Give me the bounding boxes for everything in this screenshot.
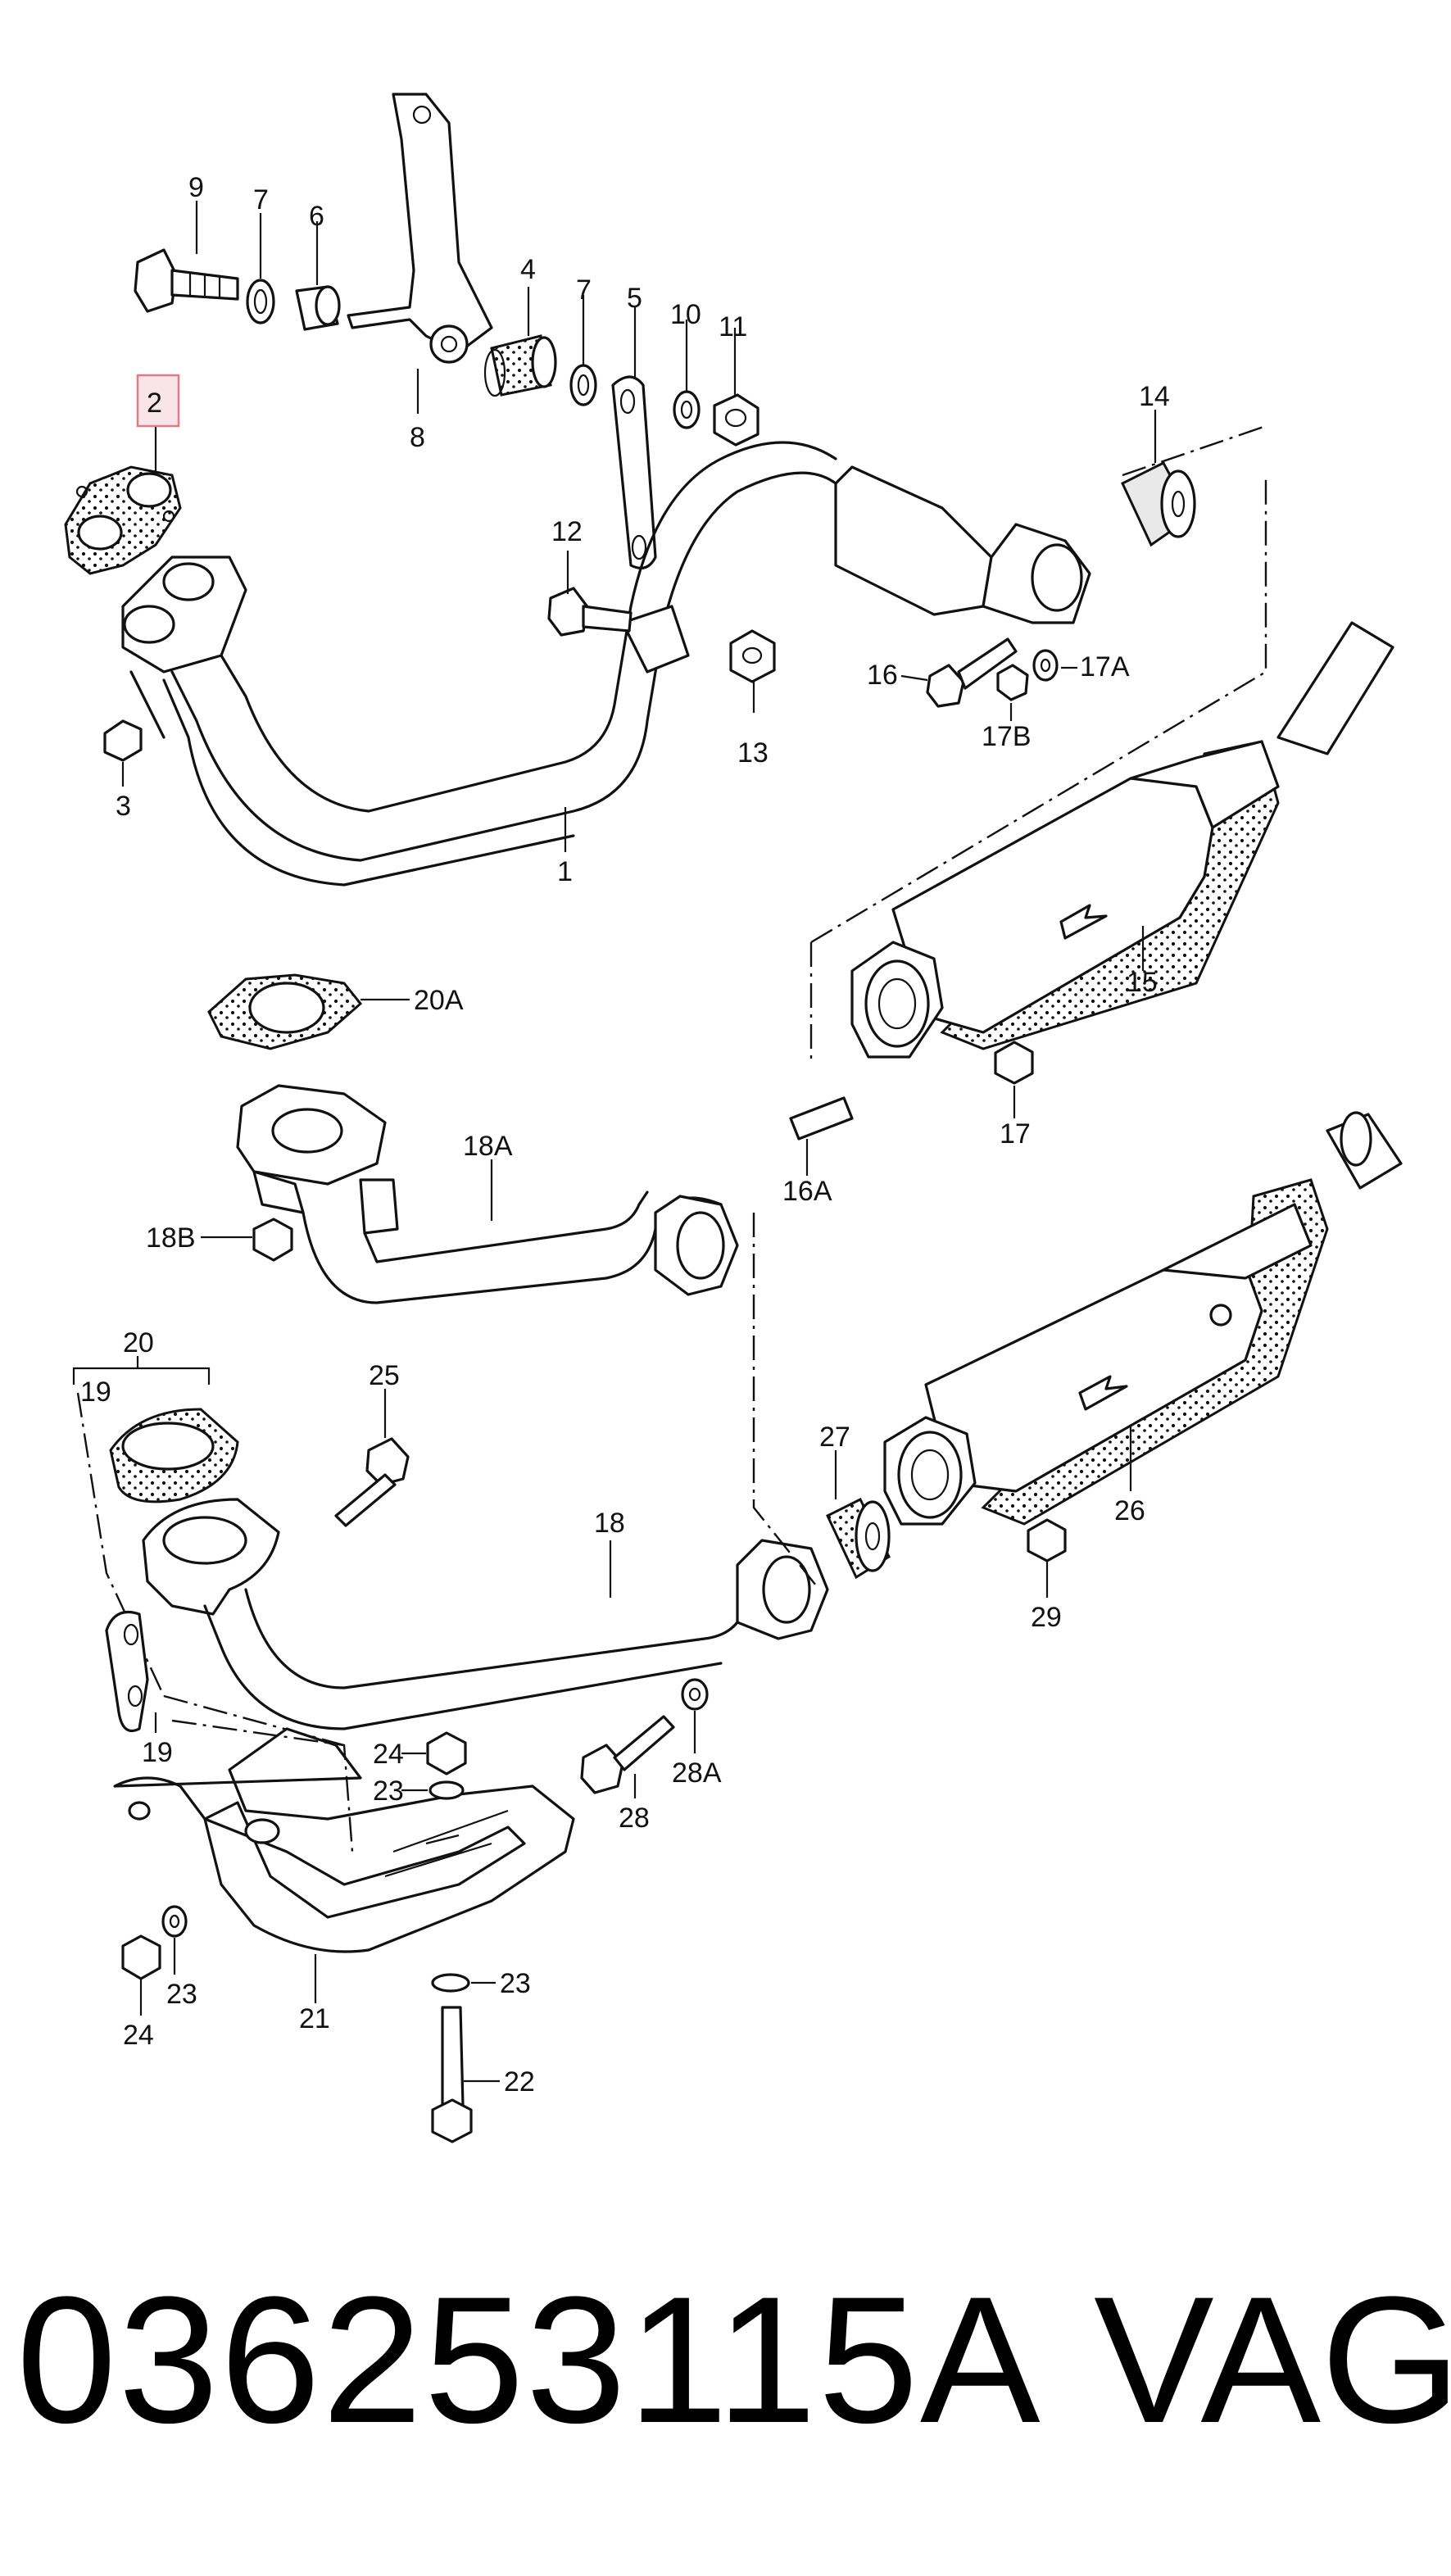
callout-4: 4 [520,254,536,285]
callout-23-left: 23 [166,1979,197,2010]
pipe-18A [236,1084,739,1304]
callout-17A: 17A [1080,651,1130,683]
gasket-2 [64,465,182,575]
callout-17B: 17B [982,721,1032,752]
callout-24-upper: 24 [373,1739,404,1770]
nut-13 [729,629,776,683]
heat-shield-21 [113,1727,575,1953]
washer-7-left [246,279,275,324]
bracket-8 [347,93,493,364]
seal-ring-20 [109,1408,239,1503]
callout-1: 1 [557,856,573,887]
washer-10 [673,390,701,429]
rubber-ring-27 [826,1497,891,1580]
callout-10: 10 [670,299,701,330]
nut-11 [713,393,760,447]
leader-lines [121,201,1157,2083]
callout-16A: 16A [782,1176,832,1207]
bolt-25 [334,1437,410,1527]
nut-24-left [121,1934,161,1980]
callout-18A: 18A [463,1131,513,1162]
rubber-ring-14 [1121,461,1196,547]
callout-20A: 20A [414,985,464,1016]
washer-7-right [569,364,597,406]
callout-16: 16 [867,660,898,691]
stud-16A [789,1096,854,1141]
callout-23-lower: 23 [500,1968,531,1999]
callout-15: 15 [1127,967,1158,998]
washer-17B [996,664,1029,701]
callout-7-left: 7 [253,184,269,215]
callout-29: 29 [1031,1602,1062,1633]
washer-17A [1032,649,1059,682]
callout-22: 22 [504,2066,535,2098]
bolt-12 [547,587,633,637]
callout-21: 21 [299,2003,330,2034]
callout-9: 9 [188,172,204,203]
gasket-20A [207,973,363,1050]
callout-13: 13 [737,737,769,769]
catalytic-converter-15 [850,621,1394,1059]
nut-17 [994,1041,1034,1085]
callout-11: 11 [719,311,747,342]
callout-17: 17 [1000,1118,1031,1150]
pipe-flange-18 [142,1498,829,1730]
nut-3 [103,719,143,762]
rubber-mount-4 [483,334,557,397]
callout-28A: 28A [672,1757,722,1789]
nut-18B [252,1218,293,1262]
callout-23-upper: 23 [373,1776,404,1807]
callout-25: 25 [369,1360,400,1391]
highlight-box [136,374,180,428]
muffler-26 [883,1111,1403,1526]
callout-14: 14 [1139,381,1170,412]
callout-18B: 18B [146,1222,196,1254]
callout-20: 20 [123,1327,154,1358]
callout-7-right: 7 [576,274,592,306]
callout-labels: 1 2 3 4 5 6 7 7 8 9 10 11 12 13 14 15 16… [80,172,1170,2098]
brand-name: VAG [1094,2259,1451,2460]
callout-24-left: 24 [123,2020,154,2051]
callout-19-top: 19 [80,1376,111,1408]
callout-6: 6 [309,201,324,232]
callout-26: 26 [1114,1495,1145,1526]
bolt-28 [580,1715,675,1794]
callout-8: 8 [410,422,425,453]
callout-18: 18 [594,1508,625,1539]
washer-23-left [161,1905,188,1938]
clamp-19 [105,1610,149,1733]
callout-3: 3 [116,791,131,822]
bolt-16 [926,637,1018,708]
callout-12: 12 [551,516,583,547]
part-number: 036253115A [16,2259,1042,2460]
callout-2: 2 [147,388,162,419]
bolt-9 [134,248,239,313]
strap-5 [611,375,657,569]
callout-28: 28 [619,1803,650,1834]
washer-23-lower [431,1973,470,1993]
callout-5: 5 [627,283,642,314]
nut-29 [1027,1518,1067,1562]
callout-19-bottom: 19 [142,1737,173,1768]
callout-27: 27 [819,1422,850,1453]
bushing-6 [295,285,341,331]
washer-23-upper [428,1780,465,1800]
front-pipe-1 [121,441,1091,887]
nut-24-upper [426,1731,467,1776]
washer-28A [681,1678,709,1711]
bolt-22 [431,2006,473,2143]
